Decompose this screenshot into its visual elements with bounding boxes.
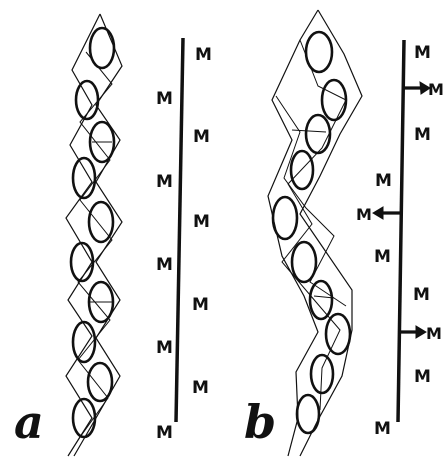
panel-b-subunit xyxy=(322,80,346,120)
panel-b-marker-shifted: M xyxy=(356,205,372,224)
panel-a-marker-left: M xyxy=(156,89,173,109)
panel-a-subunit xyxy=(88,363,112,401)
panel-b-subunit xyxy=(306,115,330,153)
panel-a-subunit xyxy=(73,158,95,198)
panel-a-lattice-left xyxy=(66,14,100,456)
panel-a-lattice-right xyxy=(74,14,122,456)
panel-a-marker-left: M xyxy=(156,423,173,443)
panel-b-lattice-edge xyxy=(276,96,346,306)
panel-b-marker: M xyxy=(414,43,431,63)
panel-b-arrow xyxy=(373,207,401,219)
panel-b-subunit xyxy=(306,32,332,72)
panel-b-marker: M xyxy=(375,171,392,191)
panel-a-marker-right: M xyxy=(192,378,209,398)
panel-b-marker-shifted: M xyxy=(428,80,444,99)
panel-b-subunit xyxy=(297,395,319,433)
panel-b-arrow xyxy=(399,326,426,338)
panel-a-marker-left: M xyxy=(156,255,173,275)
panel-b-axis xyxy=(398,40,404,422)
panel-a-subunit xyxy=(71,243,93,281)
panel-b-label: b xyxy=(244,395,276,449)
panel-b-marker-shifted: M xyxy=(426,324,442,343)
panel-a-marker-right: M xyxy=(193,212,210,232)
panel-a-marker-right: M xyxy=(193,127,210,147)
panel-b-marker: M xyxy=(414,367,431,387)
panel-b-marker: M xyxy=(414,125,431,145)
panel-a-marker-right: M xyxy=(192,295,209,315)
panel-a-helix xyxy=(66,14,122,456)
panel-b-marker: M xyxy=(374,247,391,267)
panel-b-marker: M xyxy=(374,419,391,439)
panel-b-subunit xyxy=(291,151,313,189)
panel-b-marker: M xyxy=(413,285,430,305)
panel-a-label: a xyxy=(14,395,44,449)
panel-b-subunit xyxy=(292,242,316,282)
panel-b-arrow xyxy=(403,82,430,94)
panel-b-subunit xyxy=(310,281,332,319)
panel-b-helix xyxy=(268,10,362,456)
panel-a-marker-left: M xyxy=(156,172,173,192)
panel-a-subunit xyxy=(89,202,113,242)
panel-b-subunit xyxy=(273,197,297,239)
panel-a-subunit xyxy=(90,28,114,68)
panel-a-marker-right: M xyxy=(195,45,212,65)
panel-b-subunit-mark xyxy=(292,130,326,132)
panel-a-marker-left: M xyxy=(156,338,173,358)
panel-a-axis xyxy=(176,38,183,422)
panel-a-subunit xyxy=(73,322,95,362)
